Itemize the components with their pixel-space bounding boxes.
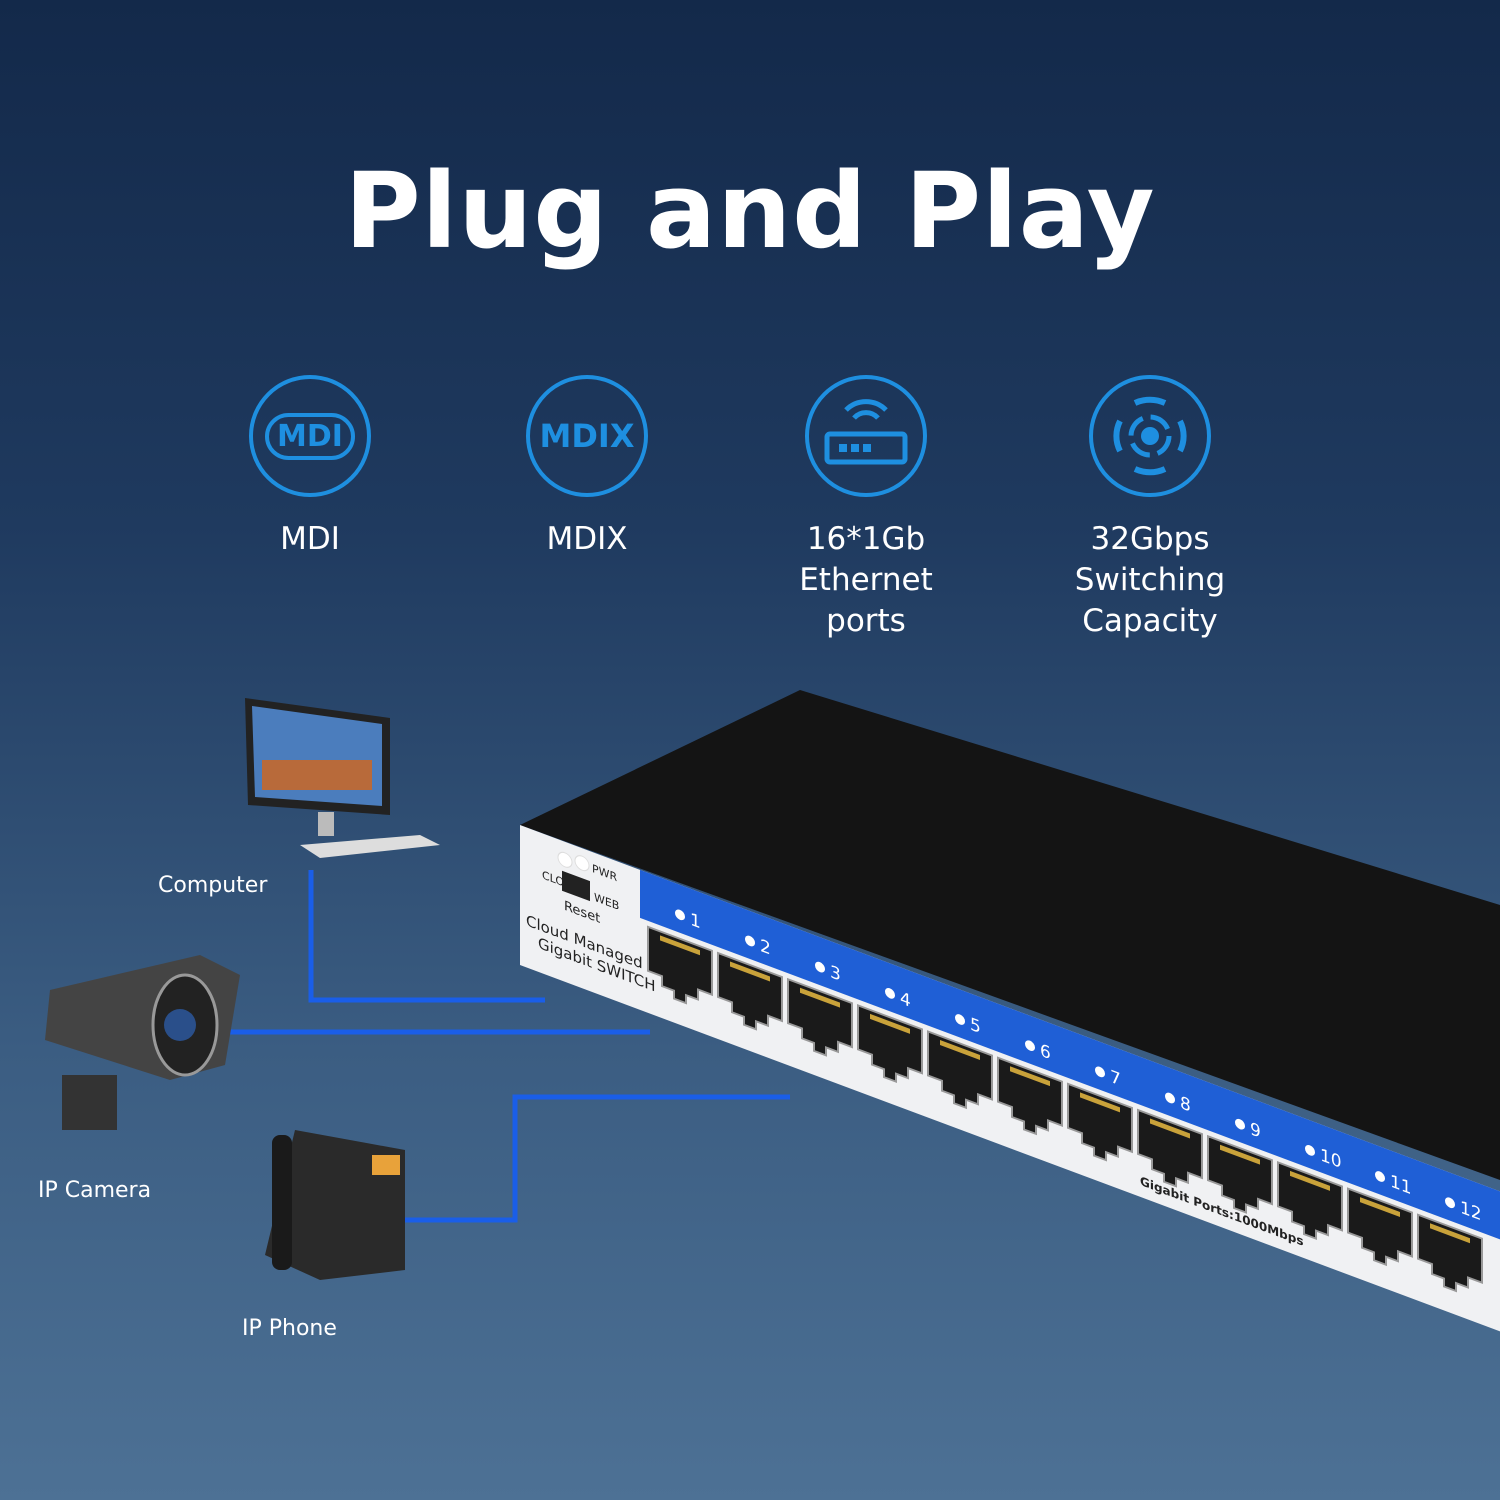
ip-phone-image [265, 1130, 405, 1280]
port-number-strip [640, 869, 1500, 1247]
port-led [815, 961, 825, 973]
feature-ports: 16*1Gb Ethernet ports [736, 375, 996, 642]
ip-phone-label: IP Phone [242, 1316, 337, 1341]
port-led [1235, 1118, 1245, 1130]
port-pins [1150, 1118, 1190, 1139]
port-pins [660, 935, 700, 956]
feature-mdix: MDIX MDIX [457, 375, 717, 560]
ethernet-port[interactable] [1137, 1108, 1203, 1196]
port-number: 1 [690, 910, 701, 933]
port-pins [1010, 1066, 1050, 1087]
port-led [1165, 1092, 1175, 1104]
port-number: 3 [830, 962, 841, 985]
feature-label: MDI [280, 521, 340, 557]
mode-switch[interactable] [562, 870, 590, 902]
port-number: 6 [1040, 1041, 1051, 1064]
ethernet-port[interactable] [1067, 1082, 1133, 1170]
switch-icon [805, 375, 927, 497]
port-number: 11 [1390, 1172, 1412, 1199]
port-pins [1290, 1170, 1330, 1191]
port-pins [730, 961, 770, 982]
port-led [1095, 1066, 1105, 1078]
ethernet-port[interactable] [1417, 1213, 1483, 1301]
ethernet-port[interactable] [1277, 1161, 1343, 1248]
page-title: Plug and Play [344, 150, 1156, 272]
port-number: 7 [1110, 1067, 1121, 1090]
ethernet-port[interactable] [717, 951, 783, 1039]
port-number: 2 [760, 936, 771, 959]
port-pins [1220, 1144, 1260, 1165]
port-led [1305, 1145, 1315, 1156]
port-pins [1080, 1092, 1120, 1113]
ethernet-port[interactable] [1207, 1134, 1273, 1222]
ethernet-port[interactable] [927, 1030, 993, 1118]
port-led [1375, 1171, 1385, 1182]
pwr-led [574, 855, 590, 872]
ethernet-port[interactable] [997, 1056, 1063, 1144]
mdi-icon: MDI [249, 375, 371, 497]
mdix-icon: MDIX [526, 375, 648, 497]
ethernet-port[interactable] [1347, 1187, 1413, 1275]
computer-label: Computer [158, 873, 268, 898]
ip-camera-image [45, 955, 240, 1130]
port-pins [800, 987, 840, 1008]
port-led [885, 987, 895, 999]
port-pins [870, 1013, 910, 1034]
computer-image [245, 698, 440, 858]
port-pins [940, 1040, 980, 1060]
feature-mdi: MDI MDI [180, 375, 440, 560]
port-number: 5 [970, 1015, 981, 1038]
port-led [1445, 1197, 1455, 1209]
port-number: 4 [900, 989, 911, 1012]
port-led [1025, 1040, 1035, 1052]
ethernet-port[interactable] [857, 1003, 923, 1091]
ethernet-port[interactable] [787, 977, 853, 1065]
connection-lines [215, 870, 790, 1223]
port-number: 10 [1320, 1146, 1342, 1173]
port-number: 12 [1460, 1198, 1482, 1225]
feature-label: 16*1Gb Ethernet ports [799, 521, 933, 639]
port-number: 8 [1180, 1093, 1191, 1116]
port-pins [1360, 1197, 1400, 1218]
port-number: 9 [1250, 1119, 1261, 1142]
feature-label: 32Gbps Switching Capacity [1074, 521, 1226, 639]
port-led [745, 935, 755, 947]
signal-icon [1089, 375, 1211, 497]
port-led [675, 909, 685, 921]
port-led [955, 1014, 965, 1025]
port-pins [1430, 1223, 1470, 1244]
cloud-led [557, 851, 573, 868]
ip-camera-label: IP Camera [38, 1178, 152, 1203]
ethernet-port[interactable] [647, 925, 713, 1013]
feature-capacity: 32Gbps Switching Capacity [1020, 375, 1280, 642]
feature-label: MDIX [546, 521, 628, 557]
